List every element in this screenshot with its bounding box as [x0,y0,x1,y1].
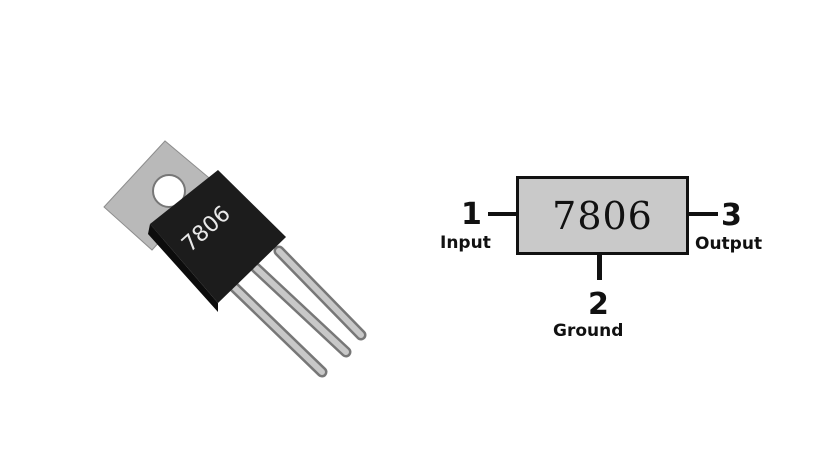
regulator-block: 7806 [516,176,689,255]
pin-3-number: 3 [721,198,742,233]
leads [226,245,367,378]
pin-2-line [597,252,602,280]
pin-2-name: Ground [553,321,624,341]
to220-package-photo: 7806 [103,140,367,378]
black-body [150,170,286,303]
pin-1-line [488,212,518,216]
mounting-hole [152,174,186,208]
pin-3-line [686,212,718,216]
pin-3-name: Output [695,234,763,254]
pin-1-name: Input [440,233,491,253]
part-label: 7806 [552,193,653,238]
pin-1-number: 1 [461,197,482,232]
pin-2-number: 2 [588,287,609,322]
